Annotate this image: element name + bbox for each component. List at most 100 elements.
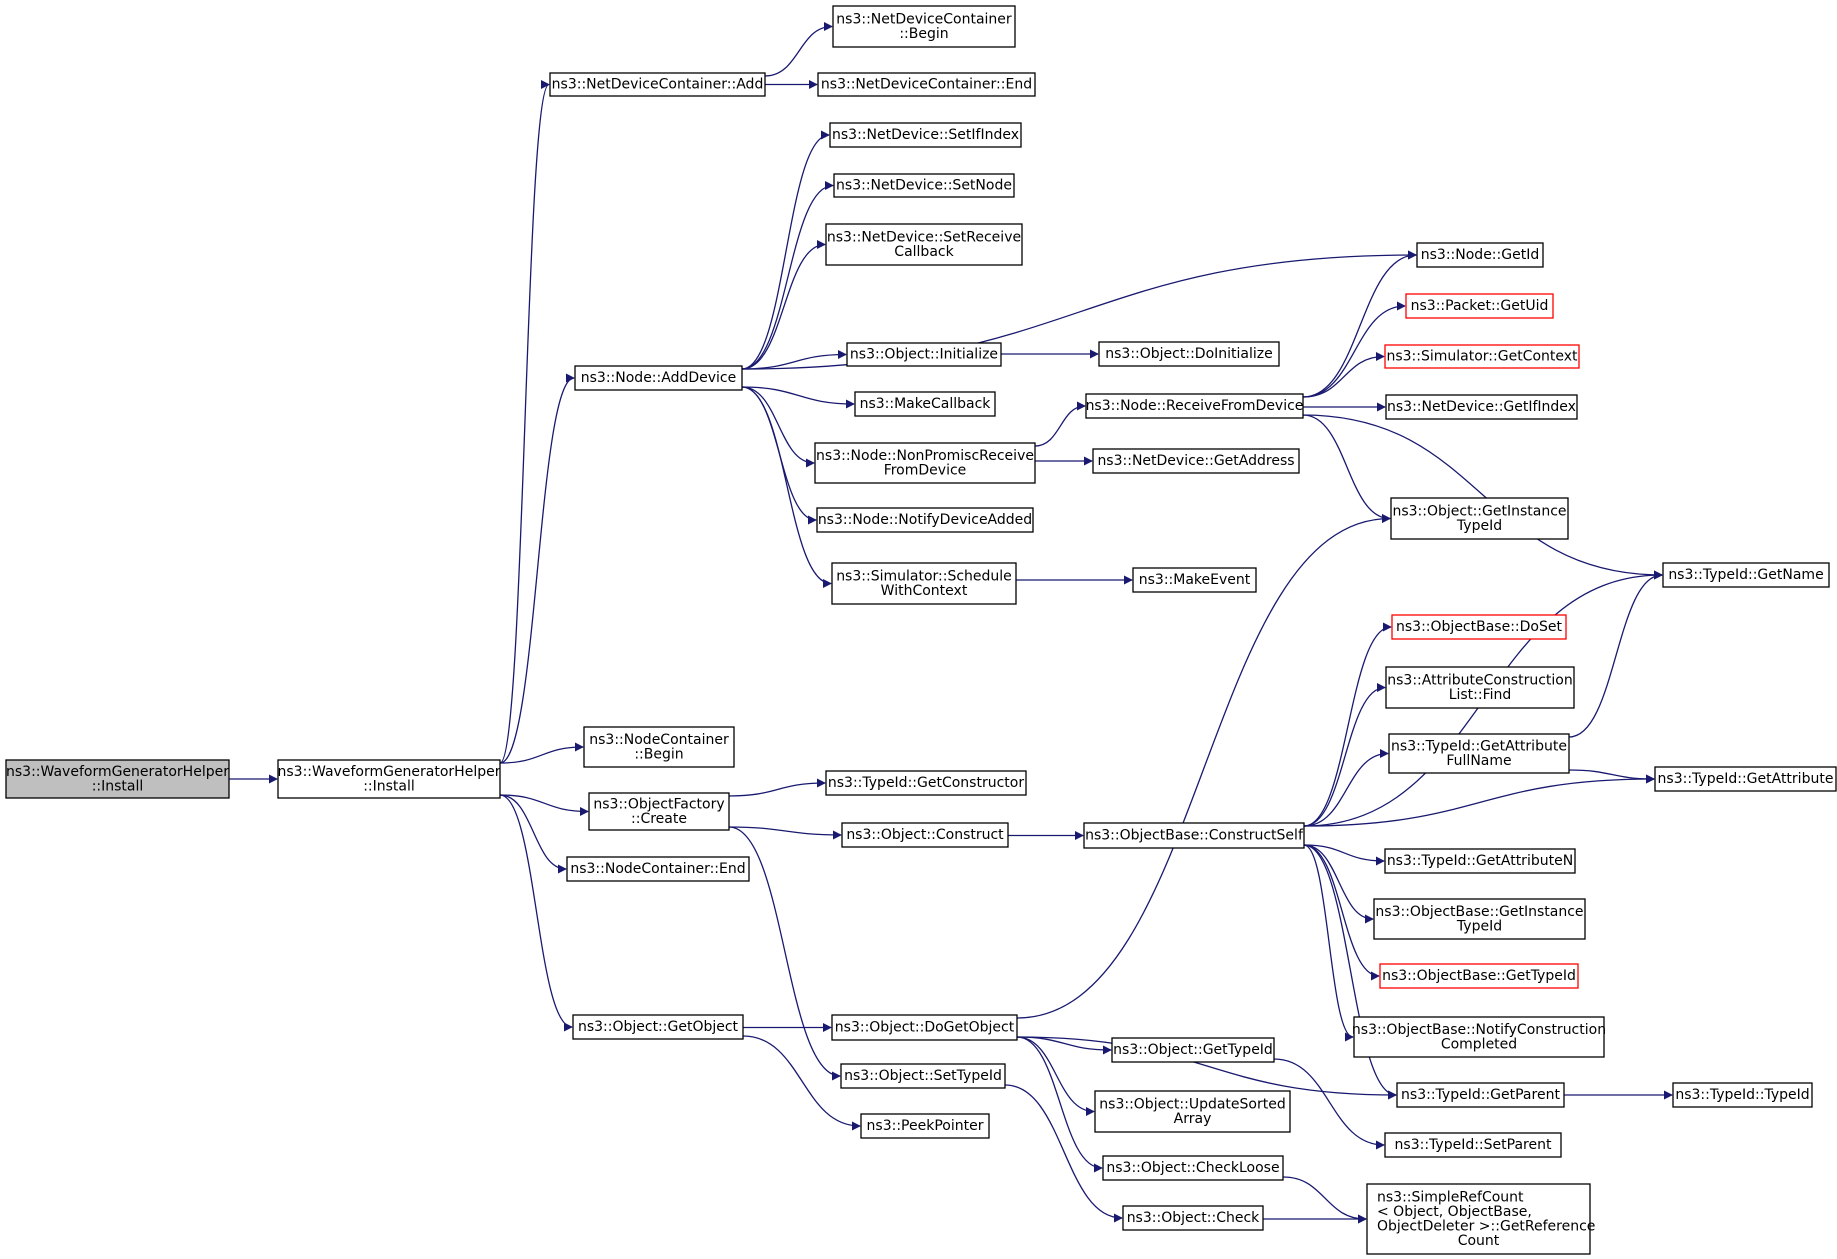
call-edge	[741, 350, 847, 370]
call-edge-line	[1282, 1176, 1367, 1224]
function-node-objbase-notifyconstructioncompleted[interactable]: ns3::ObjectBase::NotifyConstructionCompl…	[1352, 1016, 1606, 1058]
call-edge	[741, 386, 832, 588]
function-node-obj-check[interactable]: ns3::Object::Check	[1122, 1205, 1264, 1231]
call-edge	[1303, 622, 1392, 827]
call-edge-line	[1302, 352, 1385, 398]
call-edge	[741, 386, 815, 468]
function-node-obj-construct[interactable]: ns3::Object::Construct	[841, 822, 1009, 848]
node-label: ns3::NetDevice::SetNode	[836, 178, 1012, 194]
function-node-objbase-doset[interactable]: ns3::ObjectBase::DoSet	[1391, 614, 1567, 640]
node-box	[574, 365, 743, 391]
function-node-obj-gettypeid[interactable]: ns3::Object::GetTypeId	[1111, 1037, 1275, 1063]
function-node-objbase-gettypeid[interactable]: ns3::ObjectBase::GetTypeId	[1379, 963, 1579, 989]
node-box	[854, 391, 996, 417]
function-node-makeevent[interactable]: ns3::MakeEvent	[1132, 567, 1257, 593]
function-node-obj-settypeid[interactable]: ns3::Object::SetTypeId	[840, 1063, 1006, 1089]
node-label: Count	[1458, 1233, 1500, 1249]
function-node-nd-setnode[interactable]: ns3::NetDevice::SetNode	[833, 173, 1015, 198]
node-label: List::Find	[1449, 687, 1512, 703]
call-edge	[1303, 683, 1386, 827]
function-node-peekpointer[interactable]: ns3::PeekPointer	[860, 1113, 990, 1139]
call-edge	[499, 794, 567, 874]
call-edge	[1303, 774, 1655, 827]
call-edge	[742, 1035, 861, 1131]
function-node-obj-dogetobject[interactable]: ns3::Object::DoGetObject	[831, 1014, 1018, 1041]
function-node-obj-initialize[interactable]: ns3::Object::Initialize	[846, 342, 1002, 367]
function-node-node-notifydeviceadded[interactable]: ns3::Node::NotifyDeviceAdded	[816, 507, 1034, 533]
call-edge-line	[741, 181, 834, 370]
function-node-install[interactable]: ns3::WaveformGeneratorHelper::Install	[277, 759, 501, 799]
function-node-obj-checkloose[interactable]: ns3::Object::CheckLoose	[1102, 1155, 1284, 1181]
node-box	[829, 122, 1022, 148]
node-box	[1384, 848, 1576, 874]
function-node-typeid-setparent[interactable]: ns3::TypeId::SetParent	[1384, 1132, 1562, 1158]
call-edge-line	[1034, 401, 1086, 447]
call-edge-line	[764, 22, 833, 77]
node-label: ns3::NetDeviceContainer::Add	[552, 77, 764, 93]
call-edge-line	[1568, 570, 1663, 738]
function-node-ndc-end[interactable]: ns3::NetDeviceContainer::End	[817, 72, 1036, 97]
function-node-typeid-getattribute[interactable]: ns3::TypeId::GetAttribute	[1654, 766, 1837, 792]
node-box	[1662, 562, 1830, 588]
call-edge-line	[1016, 1036, 1095, 1116]
node-label: ns3::Object::UpdateSorted	[1099, 1096, 1285, 1112]
node-label: ::Begin	[899, 26, 948, 42]
node-box	[825, 223, 1023, 266]
call-edge-line	[1302, 414, 1391, 523]
function-node-node-adddevice[interactable]: ns3::Node::AddDevice	[574, 365, 743, 391]
function-node-node-receivefromdevice[interactable]: ns3::Node::ReceiveFromDevice	[1085, 393, 1304, 419]
node-label: FullName	[1446, 753, 1511, 769]
function-node-typeid-getname[interactable]: ns3::TypeId::GetName	[1662, 562, 1830, 588]
function-node-makecallback[interactable]: ns3::MakeCallback	[854, 391, 996, 417]
call-edge	[1016, 1036, 1103, 1173]
node-label: ns3::Node::NotifyDeviceAdded	[818, 512, 1032, 528]
node-label: ns3::TypeId::GetAttribute	[1658, 771, 1834, 787]
node-box	[1122, 1205, 1264, 1231]
node-label: Completed	[1441, 1036, 1517, 1052]
function-node-simplerefcount[interactable]: ns3::SimpleRefCount< Object, ObjectBase,…	[1366, 1183, 1595, 1255]
function-node-typeid-getattributen[interactable]: ns3::TypeId::GetAttributeN	[1384, 848, 1576, 874]
function-node-nodecontainer-begin[interactable]: ns3::NodeContainer::Begin	[583, 726, 735, 768]
call-edge	[741, 250, 1417, 370]
call-edge	[728, 826, 842, 840]
node-label: ObjectDeleter >::GetReference	[1377, 1218, 1595, 1234]
call-edge-line	[1302, 301, 1406, 398]
function-node-objfactory-create[interactable]: ns3::ObjectFactory::Create	[588, 792, 730, 831]
function-node-node-getid[interactable]: ns3::Node::GetId	[1416, 242, 1544, 268]
node-box	[1385, 666, 1575, 709]
function-node-nd-setifindex[interactable]: ns3::NetDevice::SetIfIndex	[829, 122, 1022, 148]
call-edge	[1016, 514, 1391, 1019]
function-node-typeid-getconstructor[interactable]: ns3::TypeId::GetConstructor	[825, 770, 1027, 796]
function-node-ndc-add[interactable]: ns3::NetDeviceContainer::Add	[549, 72, 766, 97]
function-node-packet-getuid[interactable]: ns3::Packet::GetUid	[1405, 293, 1554, 319]
function-node-obj-getobject[interactable]: ns3::Object::GetObject	[572, 1014, 744, 1040]
function-node-nd-getaddress[interactable]: ns3::NetDevice::GetAddress	[1092, 448, 1300, 474]
node-box	[1132, 567, 1257, 593]
node-box	[841, 822, 1009, 848]
node-label: ns3::ObjectBase::GetTypeId	[1382, 968, 1576, 984]
function-node-sim-getcontext[interactable]: ns3::Simulator::GetContext	[1384, 344, 1580, 369]
call-edge-line	[728, 778, 826, 797]
call-edge-line	[1303, 774, 1655, 827]
call-edge	[499, 373, 575, 764]
node-label: ns3::ObjectFactory	[593, 796, 724, 812]
node-box	[1405, 293, 1554, 319]
function-node-nodecontainer-end[interactable]: ns3::NodeContainer::End	[566, 856, 750, 882]
function-node-objbase-constructself[interactable]: ns3::ObjectBase::ConstructSelf	[1083, 822, 1305, 849]
function-node-nd-getifindex[interactable]: ns3::NetDevice::GetIfIndex	[1385, 394, 1578, 420]
function-node-typeid-getparent[interactable]: ns3::TypeId::GetParent	[1396, 1082, 1565, 1108]
function-node-obj-doinitialize[interactable]: ns3::Object::DoInitialize	[1098, 341, 1280, 367]
function-node-typeid-typeid[interactable]: ns3::TypeId::TypeId	[1672, 1082, 1813, 1108]
call-edge	[499, 80, 550, 764]
function-node-ndc-begin[interactable]: ns3::NetDeviceContainer::Begin	[832, 5, 1016, 48]
call-edge-line	[728, 826, 841, 1081]
node-label: ns3::ObjectBase::NotifyConstruction	[1352, 1022, 1606, 1038]
